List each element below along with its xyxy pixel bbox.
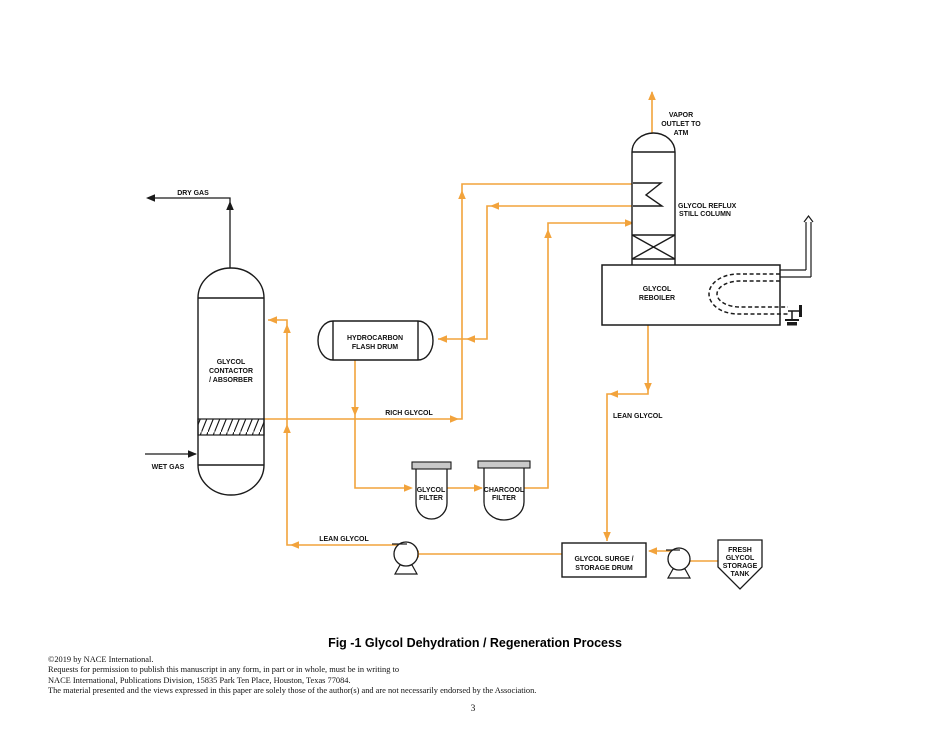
dry-gas-label: DRY GAS: [177, 190, 209, 197]
surge-drum-label-line2: STORAGE DRUM: [575, 565, 633, 572]
glycol-filter-label-line2: FILTER: [419, 495, 443, 502]
lean-glycol-label-bottom: LEAN GLYCOL: [319, 536, 369, 543]
charcoal-filter: CHARCOOL FILTER: [477, 460, 531, 521]
fresh-tank-shell: [717, 539, 763, 590]
fresh-glycol-tank: FRESH GLYCOL STORAGE TANK: [717, 539, 763, 590]
glycol-filter-shell: [415, 469, 448, 520]
still-column-vessel: GLYCOL REFLUX STILL COLUMN: [631, 132, 737, 266]
pump2-casing: [667, 547, 691, 571]
figure-title: Fig -1 Glycol Dehydration / Regeneration…: [328, 636, 622, 650]
column-packing-x: [631, 234, 676, 260]
hydrocarbon-flash-drum: HYDROCARBON FLASH DRUM: [317, 320, 434, 361]
vapor-outlet-label-line1: VAPOR: [669, 112, 693, 119]
rich-glycol-label: RICH GLYCOL: [385, 410, 433, 417]
page-number: 3: [470, 704, 476, 714]
reboiler-shell: [601, 264, 781, 326]
still-column-label-line2: STILL COLUMN: [679, 211, 731, 218]
rich-glycol-line: [264, 183, 644, 420]
fresh-tank-label-line3: STORAGE: [723, 563, 758, 570]
address-line: NACE International, Publications Divisio…: [48, 675, 351, 685]
charcoal-filter-label-line1: CHARCOOL: [484, 487, 525, 494]
fresh-glycol-pump: [666, 547, 692, 579]
flash-drum-label-line1: HYDROCARBON: [347, 335, 403, 342]
reboiler-label-line2: REBOILER: [639, 295, 675, 302]
exhaust-stack: [780, 215, 814, 278]
glycol-filter: GLYCOL FILTER: [411, 461, 452, 520]
copyright-line: ©2019 by NACE International.: [48, 655, 154, 664]
glycol-filter-lid: [411, 461, 452, 470]
pump1-casing: [393, 541, 419, 567]
flash-drum-bottoms-line: [354, 360, 410, 489]
contactor-label-line2: CONTACTOR: [209, 368, 253, 375]
reflux-coil-outlet-line: [438, 205, 633, 340]
still-column-label-line1: GLYCOL REFLUX: [678, 203, 737, 210]
flash-drum-label-line2: FLASH DRUM: [352, 344, 398, 351]
vapor-outlet-label-line3: ATM: [674, 130, 689, 137]
lean-glycol-label-right: LEAN GLYCOL: [613, 413, 663, 420]
lean-glycol-reboiler-line: [606, 325, 649, 541]
glycol-surge-drum: GLYCOL SURGE / STORAGE DRUM: [561, 542, 647, 578]
fresh-tank-label-line2: GLYCOL: [726, 555, 755, 562]
wet-gas-label: WET GAS: [152, 464, 185, 471]
disclaimer-line: The material presented and the views exp…: [48, 685, 537, 695]
process-piping: [264, 92, 718, 562]
fire-tube: [708, 273, 788, 315]
contactor-packing-section: [197, 418, 265, 436]
lean-glycol-pump: [392, 541, 419, 575]
glycol-filter-label-line1: GLYCOL: [417, 487, 446, 494]
reflux-coil: [633, 182, 665, 207]
surge-drum-label-line1: GLYCOL SURGE /: [574, 556, 633, 563]
charcoal-filter-lid: [477, 460, 531, 469]
contactor-label-line3: / ABSORBER: [209, 377, 253, 384]
vapor-outlet-label-line2: OUTLET TO: [661, 121, 701, 128]
glycol-reboiler: GLYCOL REBOILER: [601, 215, 814, 326]
surge-drum-shell: [561, 542, 647, 578]
glycol-contactor-vessel: GLYCOL CONTACTOR / ABSORBER: [197, 267, 265, 496]
fresh-tank-label-line1: FRESH: [728, 547, 752, 554]
charcoal-filter-label-line2: FILTER: [492, 495, 516, 502]
fresh-tank-label-line4: TANK: [731, 571, 750, 578]
charcoal-filter-shell: [483, 468, 525, 521]
still-column-feed-line: [524, 222, 633, 489]
reboiler-label-line1: GLYCOL: [643, 286, 672, 293]
permission-line: Requests for permission to publish this …: [48, 665, 400, 675]
dry-gas-line: [148, 197, 231, 268]
contactor-label-line1: GLYCOL: [217, 359, 246, 366]
burner-assembly: [785, 305, 802, 326]
copyright-block: ©2019 by NACE International. Requests fo…: [48, 655, 536, 696]
